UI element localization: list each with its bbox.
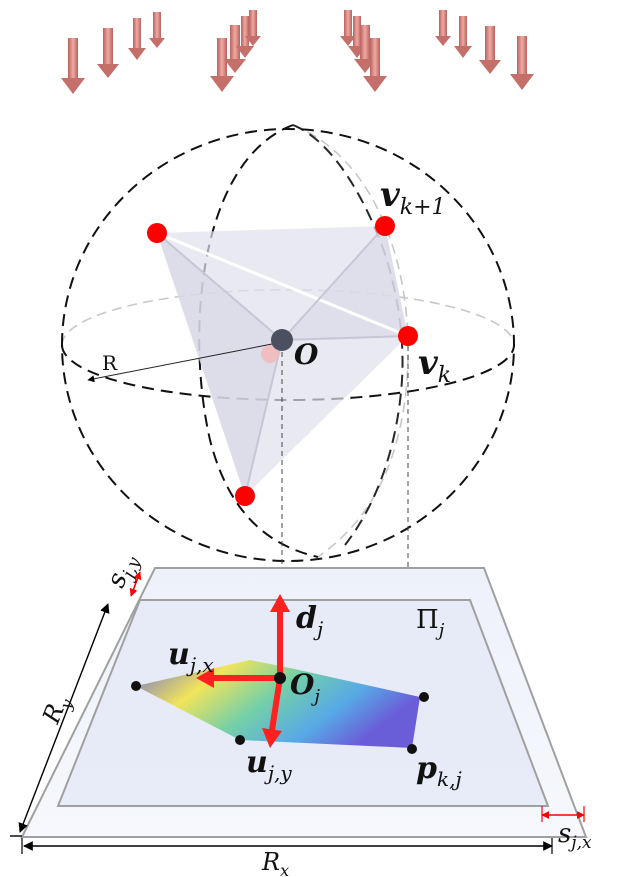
radius-label: R xyxy=(102,351,118,375)
poly-vertex-left xyxy=(131,681,141,691)
origin-label: O xyxy=(294,338,319,371)
p-label: pk,j xyxy=(416,751,462,791)
poly-vertex-p xyxy=(407,744,417,754)
sjx-label: sj,x xyxy=(558,819,592,853)
d-label: dj xyxy=(296,601,323,641)
oj-label: Oj xyxy=(290,668,320,707)
poly-vertex-right xyxy=(419,692,429,702)
radius-line: R xyxy=(87,343,273,383)
vertex-v-k1 xyxy=(375,216,395,236)
meridian-front-right xyxy=(292,124,404,546)
uy-arrow xyxy=(269,677,283,731)
pi-label: Πj xyxy=(416,605,445,641)
incoming-arrow-icon xyxy=(97,28,119,78)
dimension-ry xyxy=(10,603,110,837)
rx-label: Rx xyxy=(261,848,289,877)
oj-point xyxy=(274,672,286,684)
ux-label: uj,x xyxy=(168,637,214,677)
incoming-arrows xyxy=(61,10,534,94)
equator-front xyxy=(61,344,515,401)
sjy-label: sj,y xyxy=(101,549,145,593)
dimension-sjy xyxy=(129,571,142,597)
v-k-label: vk xyxy=(418,343,451,388)
vertex-v-k xyxy=(398,326,418,346)
incoming-arrow-icon xyxy=(224,25,246,73)
meridian-front-left xyxy=(198,124,319,558)
incoming-arrow-icon xyxy=(510,36,534,90)
ry-label: Ry xyxy=(37,691,78,730)
incoming-arrow-icon xyxy=(435,10,451,46)
local-frame xyxy=(196,594,290,748)
incoming-arrow-icon xyxy=(479,26,501,74)
origin-shadow xyxy=(261,345,279,363)
incoming-arrow-icon xyxy=(61,38,85,94)
v-k1-label: vk+1 xyxy=(380,175,446,220)
dimension-rx xyxy=(21,838,553,854)
vertex-bottom xyxy=(235,486,255,506)
incoming-arrow-icon xyxy=(128,18,146,60)
dimension-sjx xyxy=(541,806,585,822)
poly-vertex-bottom xyxy=(235,735,245,745)
incoming-arrow-icon xyxy=(454,16,472,58)
incoming-arrow-icon xyxy=(340,10,356,46)
incoming-arrow-icon xyxy=(149,12,165,48)
incoming-arrow-icon xyxy=(236,16,254,58)
meridian-back-right xyxy=(292,124,409,558)
vertex-top-left xyxy=(147,223,167,243)
incoming-arrow-icon xyxy=(210,38,234,92)
incoming-arrow-icon xyxy=(245,10,261,46)
origin-point xyxy=(271,329,293,351)
incoming-arrow-icon xyxy=(363,38,387,92)
uy-label: uj,y xyxy=(246,745,292,785)
